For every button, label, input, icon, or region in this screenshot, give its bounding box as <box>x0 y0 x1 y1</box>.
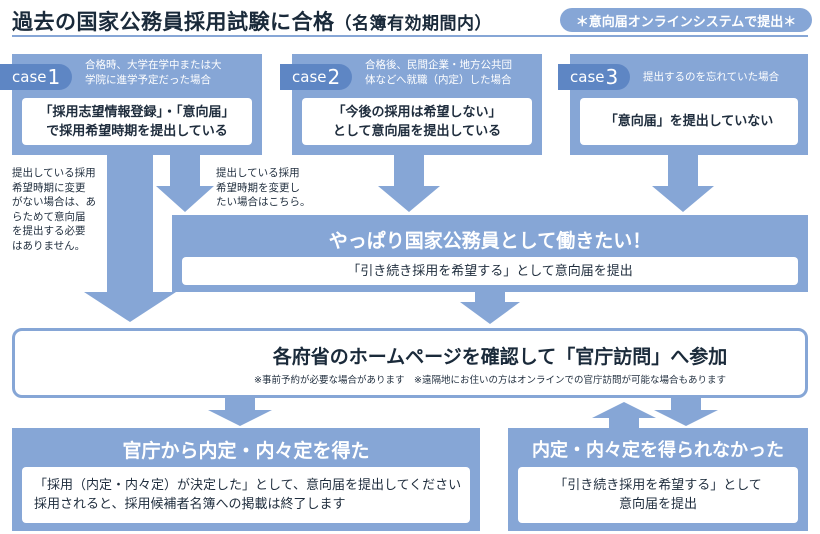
failure-box: 「引き続き採用を希望する」として意向届を提出 <box>518 467 798 523</box>
online-system-tag: ＊意向届オンラインシステムで提出＊ <box>560 8 812 32</box>
case3-note: 提出するのを忘れていた場合 <box>643 71 780 83</box>
success-title: 官庁から内定・内々定を得た <box>122 440 370 462</box>
case1-box: 「採用志望情報登録」・「意向届」で採用希望時期を提出している <box>22 98 252 145</box>
arrow-case1-to-yappari <box>156 155 214 212</box>
case2-note: 合格後、民間企業・地方公共団体などへ就職（内定）した場合 <box>365 59 512 86</box>
side-note-middle: 提出している採用希望時期を変更したい場合はこちら。 <box>216 167 311 208</box>
failure-title: 内定・内々定を得られなかった <box>532 440 784 461</box>
page-title: 過去の国家公務員採用試験に合格（名簿有効期間内） <box>12 10 492 34</box>
case3-box: 「意向届」を提出していない <box>580 98 798 145</box>
yappari-title: やっぱり国家公務員として働きたい！ <box>328 230 652 252</box>
homepage-box <box>12 328 808 398</box>
arrow-failure-to-homepage <box>592 402 656 428</box>
homepage-title: 各府省のホームページを確認して「官庁訪問」へ参加 <box>272 346 728 368</box>
arrow-case3-to-yappari <box>652 155 714 212</box>
arrow-homepage-to-success <box>208 398 272 426</box>
side-note-left: 提出している採用希望時期に変更がない場合は、あ らためて意向届を提出する必要はあ… <box>12 167 96 252</box>
arrow-case2-to-yappari <box>378 155 440 212</box>
homepage-note: ※事前予約が必要な場合があります ※遠隔地にお住いの方はオンラインでの官庁訪問が… <box>254 375 726 386</box>
case2-box: 「今後の採用は希望しない」として意向届を提出している <box>302 98 532 145</box>
header-rule <box>12 35 808 37</box>
arrow-case1-to-homepage <box>84 155 176 322</box>
success-box: 「採用（内定・内々定）が決定した」として、意向届を提出してください採用されると、… <box>22 467 470 523</box>
arrow-yappari-to-homepage <box>460 292 520 324</box>
case1-note: 合格時、大学在学中または大学院に進学予定だった場合 <box>85 59 222 86</box>
yappari-box: 「引き続き採用を希望する」として意向届を提出 <box>182 257 798 285</box>
arrow-homepage-to-failure <box>654 398 718 426</box>
